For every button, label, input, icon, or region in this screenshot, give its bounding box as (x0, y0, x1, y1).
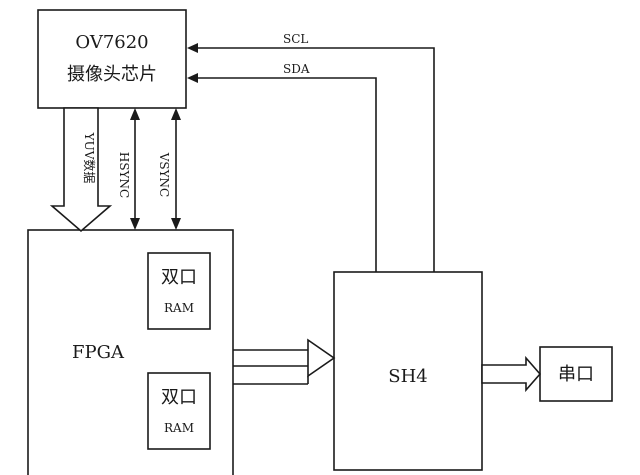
serial-hollow-arrow (481, 355, 542, 393)
vsync-arrowhead-up (171, 108, 181, 120)
scl-connection: SCL (187, 32, 435, 272)
ram-bottom-box (147, 372, 211, 450)
ram-top-line1: 双口 (161, 267, 197, 288)
ram-bottom-line2: RAM (164, 421, 194, 435)
sh4-to-serial-connection (481, 355, 542, 393)
ram-top-block: 双口 RAM (147, 252, 211, 330)
camera-model-label: OV7620 (75, 32, 148, 53)
ram-bottom-line1: 双口 (161, 387, 197, 408)
sda-arrowhead (187, 73, 198, 83)
camera-name-label: 摄像头芯片 (67, 64, 157, 85)
sh4-box (333, 271, 483, 471)
yuv-hollow-arrow (49, 107, 113, 233)
serial-port-box (539, 346, 613, 402)
sda-label: SDA (283, 62, 310, 76)
vsync-arrowhead-down (171, 218, 181, 230)
ram-top-box (147, 252, 211, 330)
camera-chip-box (37, 9, 187, 109)
scl-label: SCL (283, 32, 308, 46)
vsync-connection: VSYNC (157, 108, 181, 230)
camera-chip-block: OV7620 摄像头芯片 (37, 9, 187, 109)
vsync-label: VSYNC (157, 152, 171, 198)
sda-connection: SDA (187, 62, 377, 272)
sda-wire (196, 77, 377, 272)
scl-wire (196, 47, 435, 272)
fpga-label: FPGA (72, 342, 125, 363)
serial-port-label: 串口 (558, 364, 594, 385)
fpga-sh4-top-arrowhead (307, 338, 336, 378)
serial-port-block: 串口 (539, 346, 613, 402)
scl-arrowhead (187, 43, 198, 53)
hsync-arrowhead-up (130, 108, 140, 120)
hsync-connection: HSYNC (117, 108, 140, 230)
ram-bottom-block: 双口 RAM (147, 372, 211, 450)
sh4-block: SH4 (333, 271, 483, 471)
sh4-label: SH4 (388, 366, 427, 387)
ram-top-line2: RAM (164, 301, 194, 315)
yuv-label: YUV数据 (82, 132, 97, 184)
fpga-to-sh4-top (233, 338, 336, 378)
hsync-arrowhead-down (130, 218, 140, 230)
yuv-data-connection: YUV数据 (49, 107, 113, 233)
fpga-to-sh4-bottom (233, 376, 309, 385)
hsync-label: HSYNC (117, 152, 131, 198)
